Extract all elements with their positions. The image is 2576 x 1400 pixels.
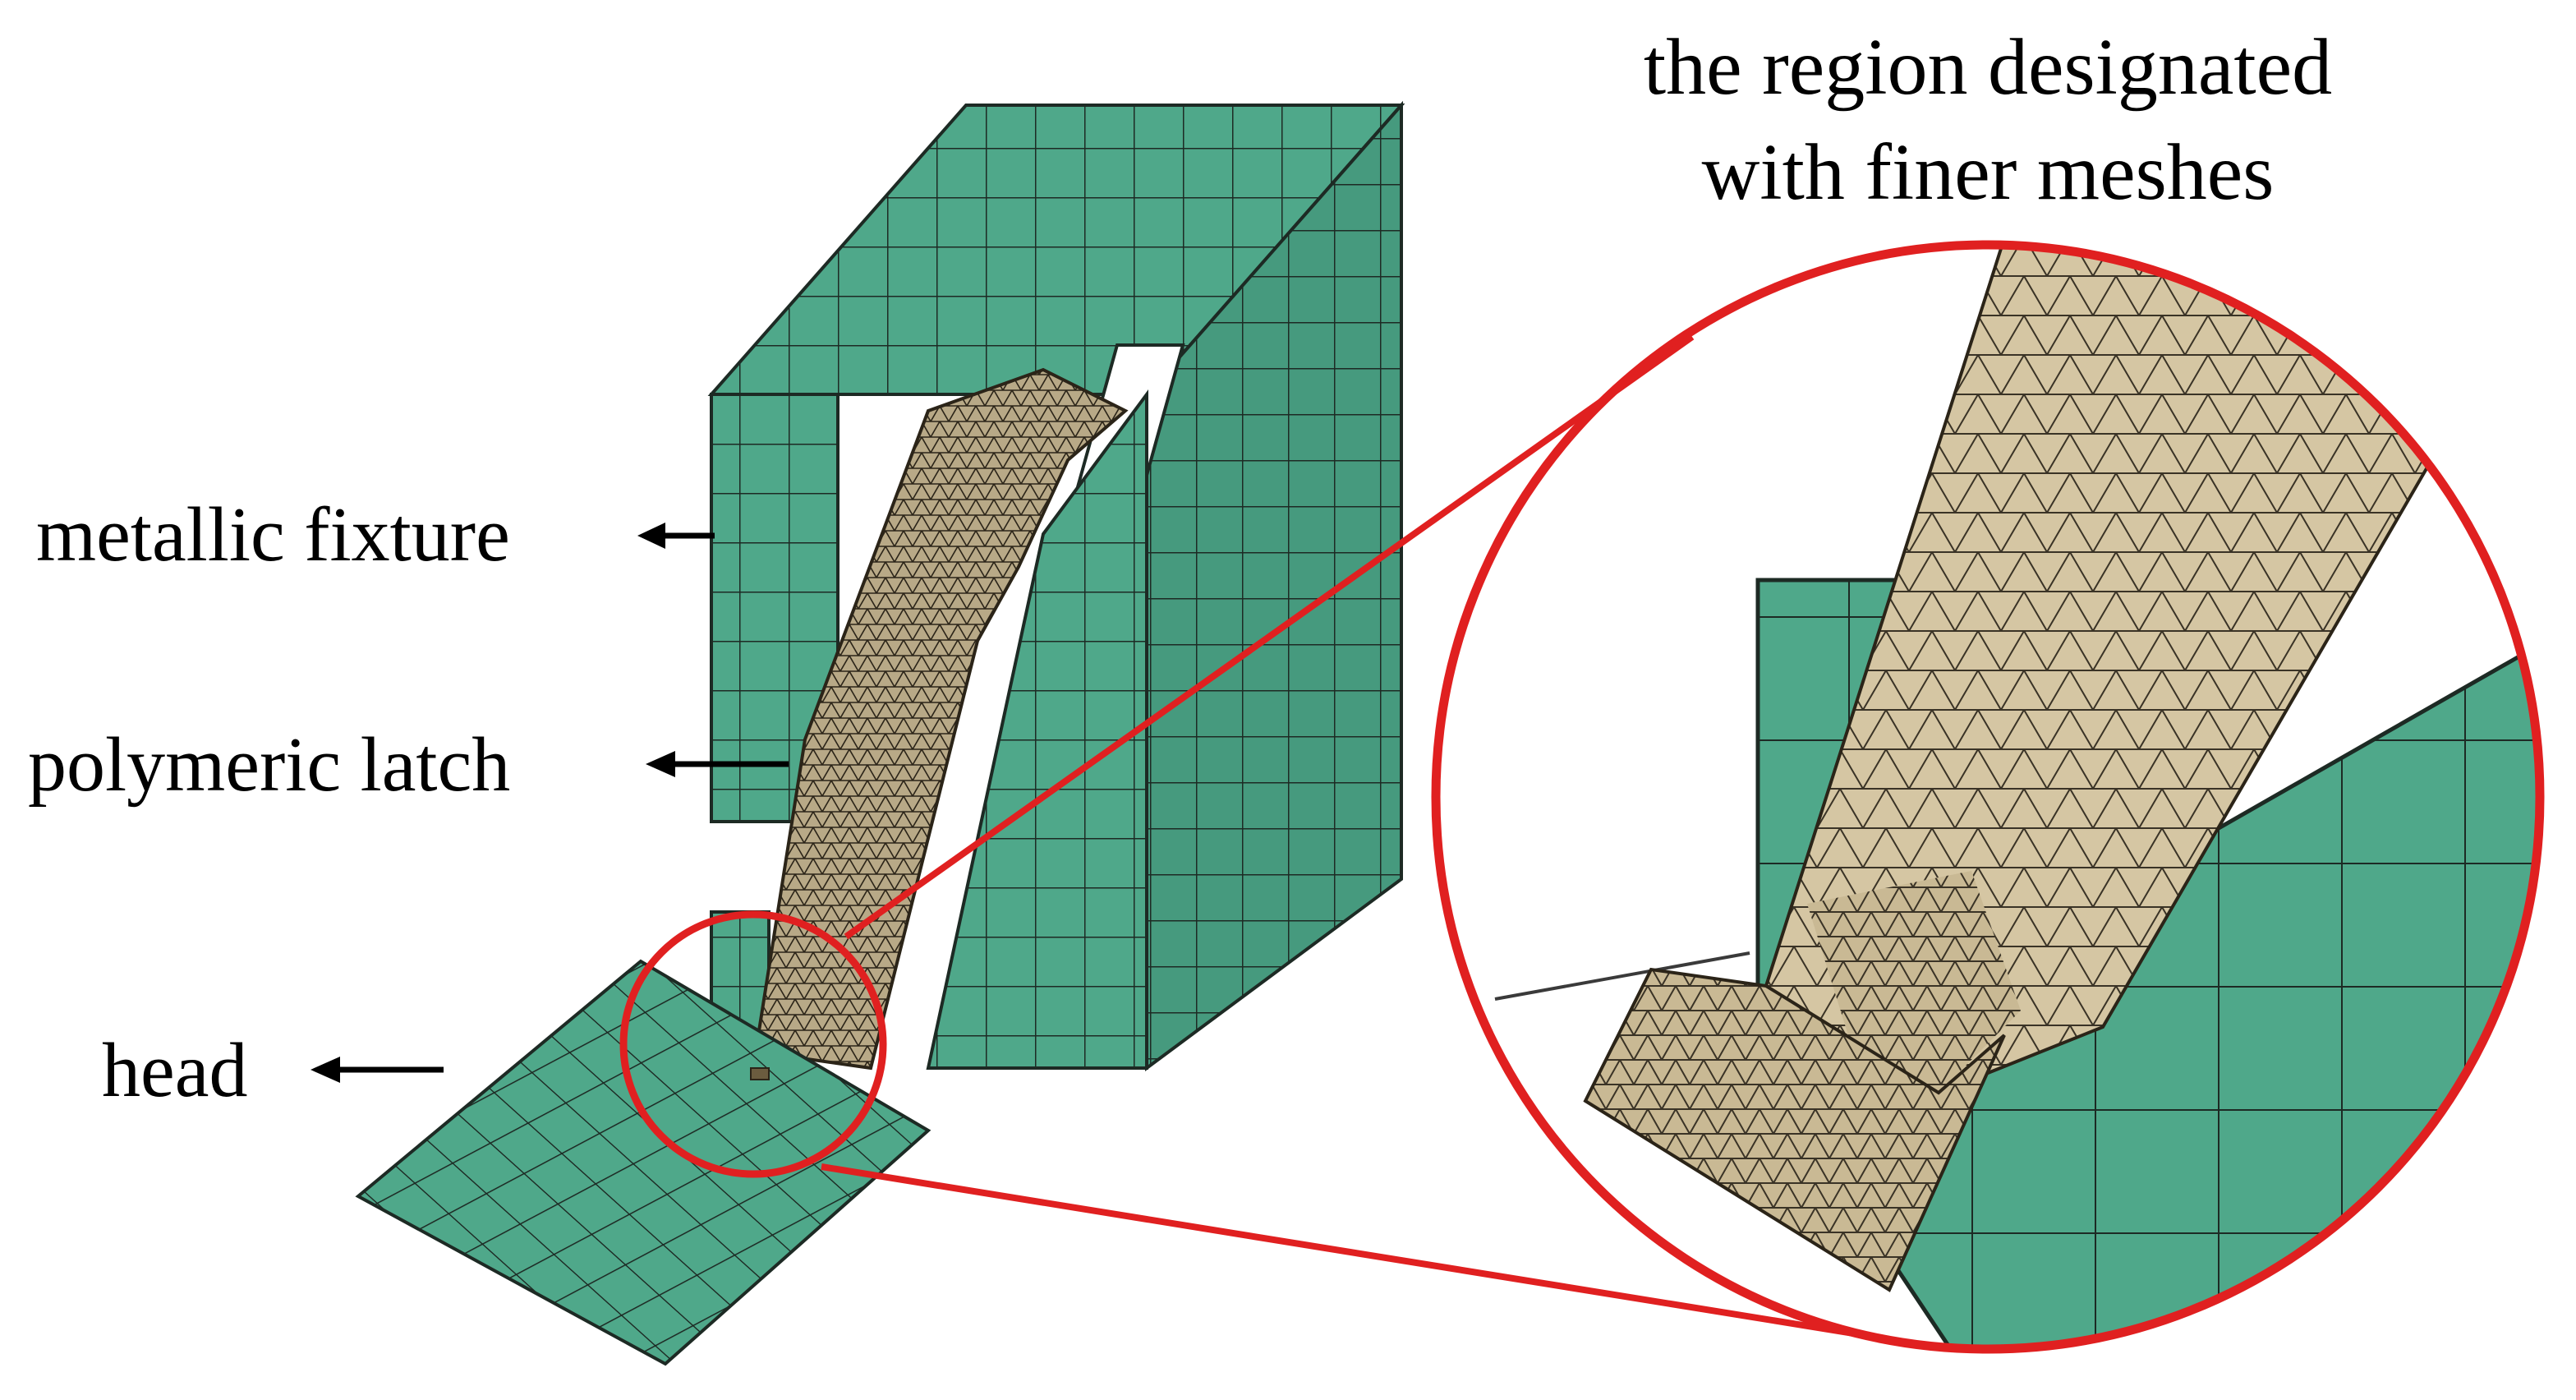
label-head: head: [102, 1028, 247, 1113]
label-metallic-fixture-group: metallic fixture: [36, 492, 715, 578]
arrowhead-polymeric-latch: [646, 751, 675, 777]
label-polymeric-latch: polymeric latch: [28, 722, 510, 808]
label-polymeric-latch-group: polymeric latch: [28, 722, 789, 808]
callout-line-1: the region designated: [1644, 23, 2332, 112]
polymeric-latch-model: [753, 367, 1129, 1071]
magnifier-large-circle: [1431, 240, 2545, 1354]
magnified-region: [1431, 240, 2545, 1354]
callout-text-group: the region designated with finer meshes: [1644, 23, 2332, 217]
arrowhead-head: [310, 1057, 340, 1083]
metallic-fixture-model: [707, 100, 1405, 1071]
magnifier-small-circle: [619, 910, 887, 1178]
label-metallic-fixture: metallic fixture: [36, 492, 510, 578]
label-head-group: head: [102, 1028, 444, 1113]
magnifier-connectors: [619, 334, 1890, 1342]
head-model: [355, 959, 932, 1366]
arrowhead-metallic-fixture: [637, 523, 665, 549]
callout-line-2: with finer meshes: [1702, 128, 2275, 217]
